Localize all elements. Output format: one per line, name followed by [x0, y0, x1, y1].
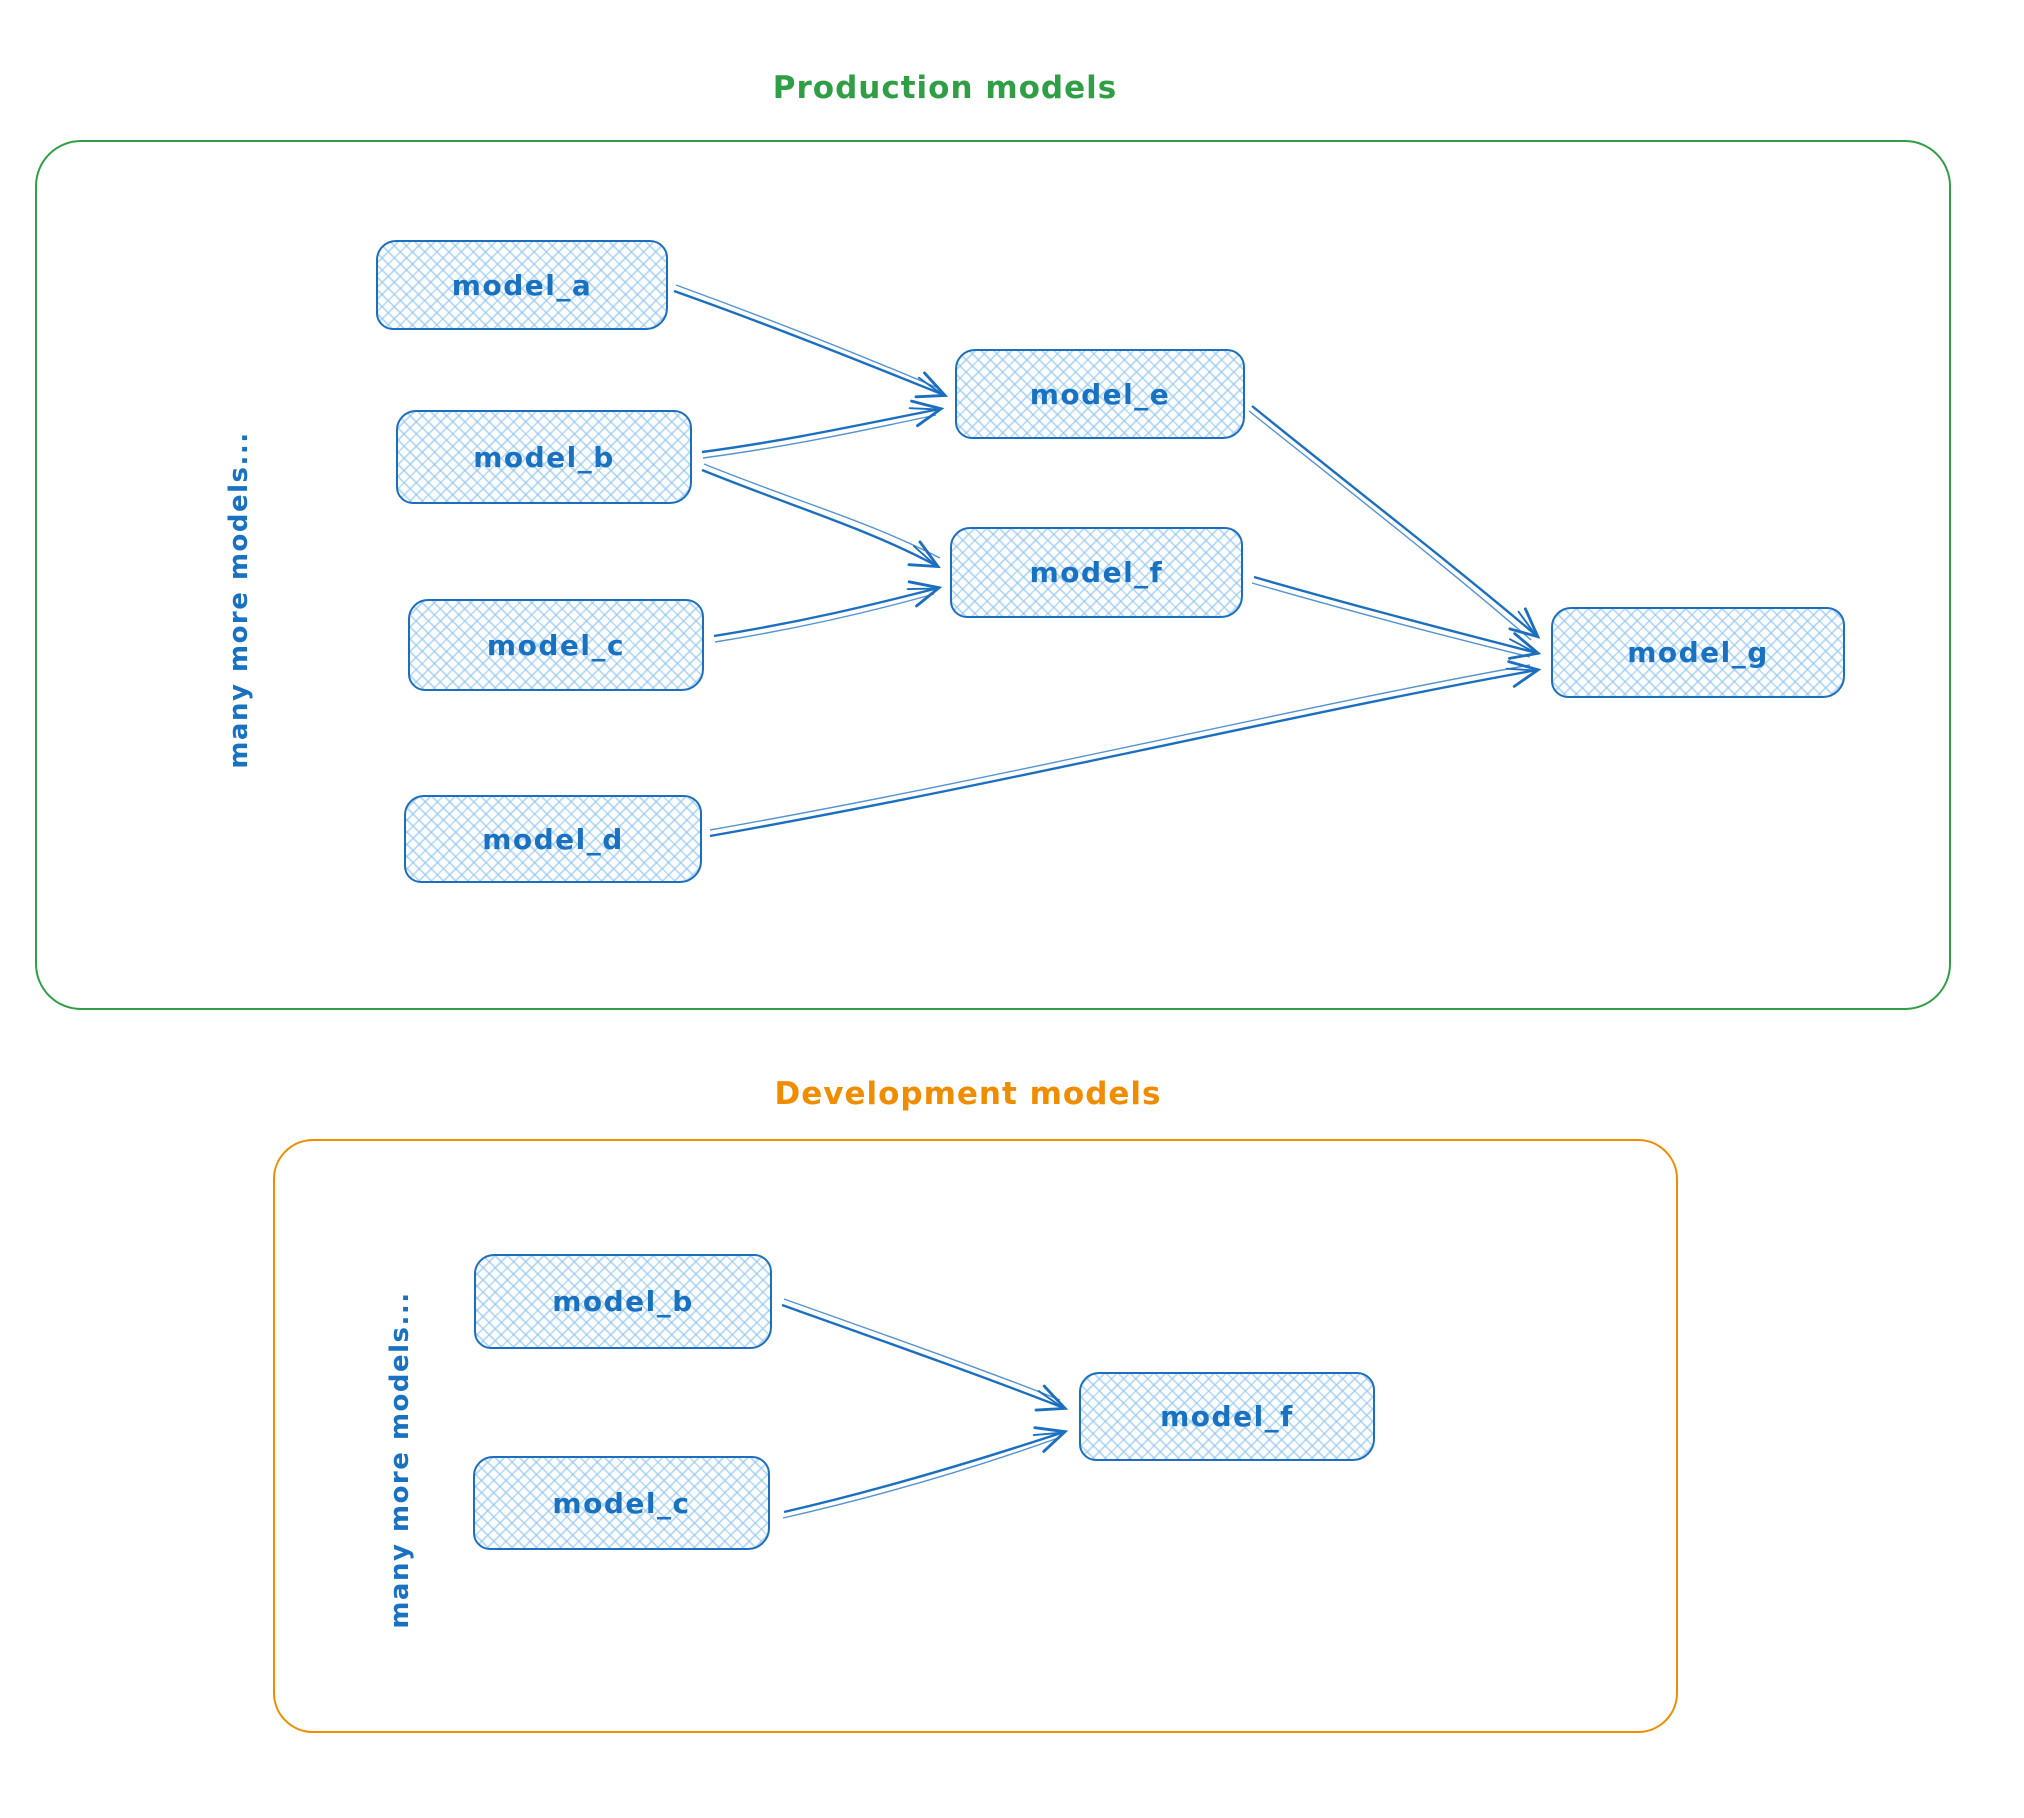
- node-dev-model-b: model_b: [474, 1254, 772, 1349]
- node-label: model_b: [473, 440, 615, 474]
- node-model-a: model_a: [376, 240, 668, 330]
- production-side-label: many more models...: [224, 431, 254, 769]
- node-label: model_b: [552, 1285, 694, 1318]
- node-label: model_a: [451, 268, 593, 302]
- node-model-f: model_f: [950, 527, 1243, 618]
- node-label: model_e: [1029, 377, 1171, 411]
- node-label: model_c: [552, 1486, 691, 1520]
- node-label: model_f: [1160, 1400, 1294, 1433]
- node-model-b: model_b: [396, 410, 692, 504]
- node-label: model_d: [482, 822, 624, 856]
- development-side-label: many more models...: [385, 1291, 415, 1629]
- production-section-title: Production models: [772, 70, 1118, 106]
- node-label: model_g: [1627, 636, 1769, 669]
- node-model-g: model_g: [1551, 607, 1845, 698]
- node-model-d: model_d: [404, 795, 702, 883]
- node-label: model_c: [486, 628, 626, 662]
- node-label: model_f: [1029, 556, 1164, 589]
- development-container: [273, 1139, 1678, 1733]
- node-dev-model-c: model_c: [473, 1456, 770, 1550]
- node-model-c: model_c: [408, 599, 704, 691]
- production-container: [35, 140, 1951, 1010]
- node-model-e: model_e: [955, 349, 1245, 439]
- development-section-title: Development models: [774, 1076, 1162, 1112]
- node-dev-model-f: model_f: [1079, 1372, 1375, 1461]
